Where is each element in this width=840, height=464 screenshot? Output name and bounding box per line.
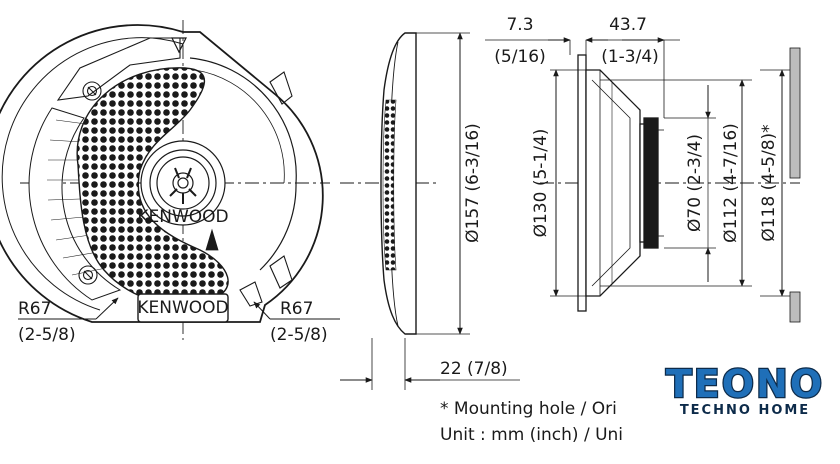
tweeter <box>140 140 226 251</box>
frame-outline <box>0 24 324 323</box>
brand-center-text: KENWOOD <box>137 207 228 227</box>
profile-view <box>485 37 801 323</box>
left-radius-callout <box>18 297 119 320</box>
logo-title: TEONO <box>666 362 824 406</box>
right-radius-callout <box>253 301 340 320</box>
flange-label: 7.3 <box>506 15 533 35</box>
profile-magnet <box>643 117 659 249</box>
right-radius-inch: (2-5/8) <box>270 325 328 345</box>
tab-top-right <box>269 71 293 105</box>
side-view <box>340 32 520 390</box>
flange-label-inch: (5/16) <box>494 47 545 67</box>
d118-label: Ø118 (4-5/8)* <box>759 124 779 241</box>
profile-basket <box>585 69 641 297</box>
logo-subtitle: TECHNO HOME <box>680 403 810 418</box>
left-radius-label: R67 <box>18 299 51 319</box>
tab-bottom-mid <box>239 281 263 307</box>
d70-label: Ø70 (2-3/4) <box>685 134 705 232</box>
side-grille <box>382 99 397 271</box>
brand-badge-text: KENWOOD <box>137 298 228 318</box>
note-line-2: Unit : mm (inch) / Uni <box>440 425 623 445</box>
mounting-wall-bottom <box>789 291 801 323</box>
screw-bottom-left <box>78 265 98 285</box>
side-depth-label: 22 (7/8) <box>440 359 508 379</box>
left-radius-inch: (2-5/8) <box>18 325 76 345</box>
d112-label: Ø112 (4-7/16) <box>721 123 741 243</box>
mounting-wall-top <box>789 47 801 179</box>
front-view <box>0 20 330 340</box>
side-band <box>28 107 122 301</box>
d130-label: Ø130 (5-1/4) <box>531 129 551 238</box>
teono-logo: TEONO TECHNO HOME <box>652 360 840 460</box>
tab-bottom-right <box>269 255 293 289</box>
profile-flange <box>577 54 587 312</box>
side-diameter-label: Ø157 (6-3/16) <box>463 123 483 243</box>
depth-label: 43.7 <box>609 15 647 35</box>
depth-label-inch: (1-3/4) <box>601 47 659 67</box>
grille <box>76 67 229 306</box>
screw-top-left <box>82 81 102 101</box>
note-line-1: * Mounting hole / Ori <box>440 399 617 419</box>
right-radius-label: R67 <box>280 299 313 319</box>
brand-badge <box>137 293 229 323</box>
